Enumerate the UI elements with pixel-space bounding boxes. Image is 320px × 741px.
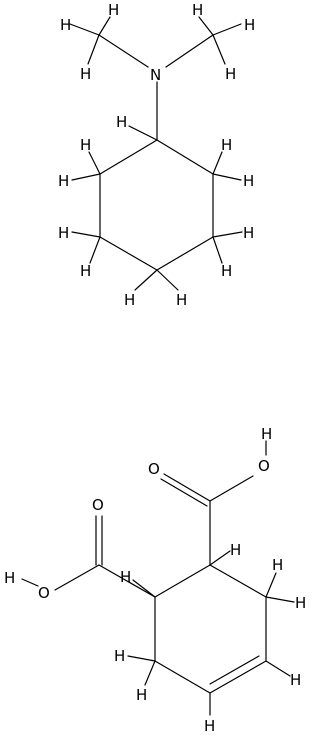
bond-n-methyl-right — [165, 34, 214, 68]
atom-label: H — [192, 1, 203, 19]
bonds — [21, 440, 295, 716]
bond-h — [71, 231, 101, 238]
bond-h — [128, 125, 158, 141]
bond-ring-c3-c4 — [99, 236, 158, 271]
bond-ring-c4-c5 — [156, 236, 214, 271]
atom-label: H — [272, 556, 283, 574]
bond-ring-c1-c2 — [99, 139, 158, 175]
bond-h — [88, 151, 101, 175]
atom-labels: N H H H H H H H H H H H H H H H H H — [58, 1, 255, 309]
chemical-structure-canvas: N H H H H H H H H H H H H H H H H H — [4, 1, 306, 735]
bond-carboxyl-c-o-double-2 — [160, 478, 208, 507]
bond-h — [127, 655, 156, 662]
atom-label: H — [290, 671, 301, 689]
bond-h — [134, 269, 158, 291]
atom-label: H — [108, 1, 119, 19]
bond-h — [156, 269, 179, 291]
bond-ca-carboxyl-c — [98, 564, 156, 598]
atom-label: H — [204, 717, 215, 735]
bonds — [69, 16, 243, 291]
atom-label: O — [92, 496, 104, 514]
atom-label: H — [221, 262, 232, 280]
molecule-cyclohexene-dicarboxylic-acid: O O O O H H H H H H H H H H — [4, 425, 306, 735]
atom-label: H — [295, 594, 306, 612]
atom-label: H — [225, 65, 236, 83]
bond-ring-ce-cf — [154, 660, 211, 694]
atom-label: H — [176, 291, 187, 309]
atom-label: H — [230, 541, 241, 559]
bond-n-methyl-left — [98, 34, 149, 68]
atom-label: H — [80, 136, 91, 154]
bond-h — [69, 23, 100, 36]
bond-h — [212, 23, 242, 36]
atom-label: N — [150, 66, 161, 84]
atom-label: O — [38, 584, 50, 602]
atom-label: H — [114, 647, 125, 665]
atom-label: H — [4, 569, 15, 587]
bond-h — [209, 550, 231, 566]
atom-label: H — [261, 425, 272, 443]
molecule-dimethylcyclohexylamine: N H H H H H H H H H H H H H H H H H — [58, 1, 255, 309]
bond-h — [212, 173, 242, 181]
bond-ring-cd-ce-double-inner — [209, 655, 260, 685]
bond-h — [212, 236, 223, 264]
bond-h — [212, 151, 223, 175]
atom-label: H — [243, 172, 254, 190]
bond-h — [265, 596, 295, 603]
bond-h — [265, 660, 291, 677]
atom-label: H — [124, 291, 135, 309]
bond-ring-ca-cb — [154, 564, 211, 598]
atom-label: H — [58, 172, 69, 190]
bond-h — [71, 173, 101, 181]
atom-label: H — [116, 113, 127, 131]
bond-carboxyl-c-o-double — [163, 473, 211, 502]
bond-h — [132, 579, 156, 598]
bond-carboxyl-c-oh — [209, 475, 254, 502]
bond-ring-cd-ce-double — [209, 660, 267, 694]
atom-label: H — [60, 16, 71, 34]
atom-label: H — [136, 686, 147, 704]
bond-ring-cb-cc — [209, 564, 267, 598]
atom-label: H — [120, 568, 131, 586]
bond-carboxyl-c-oh — [54, 564, 100, 591]
atom-label: H — [243, 224, 254, 242]
atom-label: H — [80, 65, 91, 83]
atom-label: H — [58, 224, 69, 242]
atom-label: O — [258, 457, 270, 475]
bond-h — [212, 34, 226, 65]
bond-h — [144, 660, 156, 686]
bond-h — [89, 236, 101, 264]
atom-label: O — [148, 460, 160, 478]
atom-label: H — [244, 16, 255, 34]
bond-oh-h — [21, 578, 39, 587]
atom-label: H — [80, 262, 91, 280]
atom-label: H — [221, 136, 232, 154]
atom-labels: O O O O H H H H H H H H H H — [4, 425, 306, 735]
bond-ring-c6-c1 — [156, 139, 214, 175]
bond-h — [212, 231, 243, 238]
bond-h — [87, 34, 100, 65]
bond-h — [198, 16, 214, 36]
bond-h — [98, 16, 111, 36]
bond-h — [265, 572, 277, 598]
